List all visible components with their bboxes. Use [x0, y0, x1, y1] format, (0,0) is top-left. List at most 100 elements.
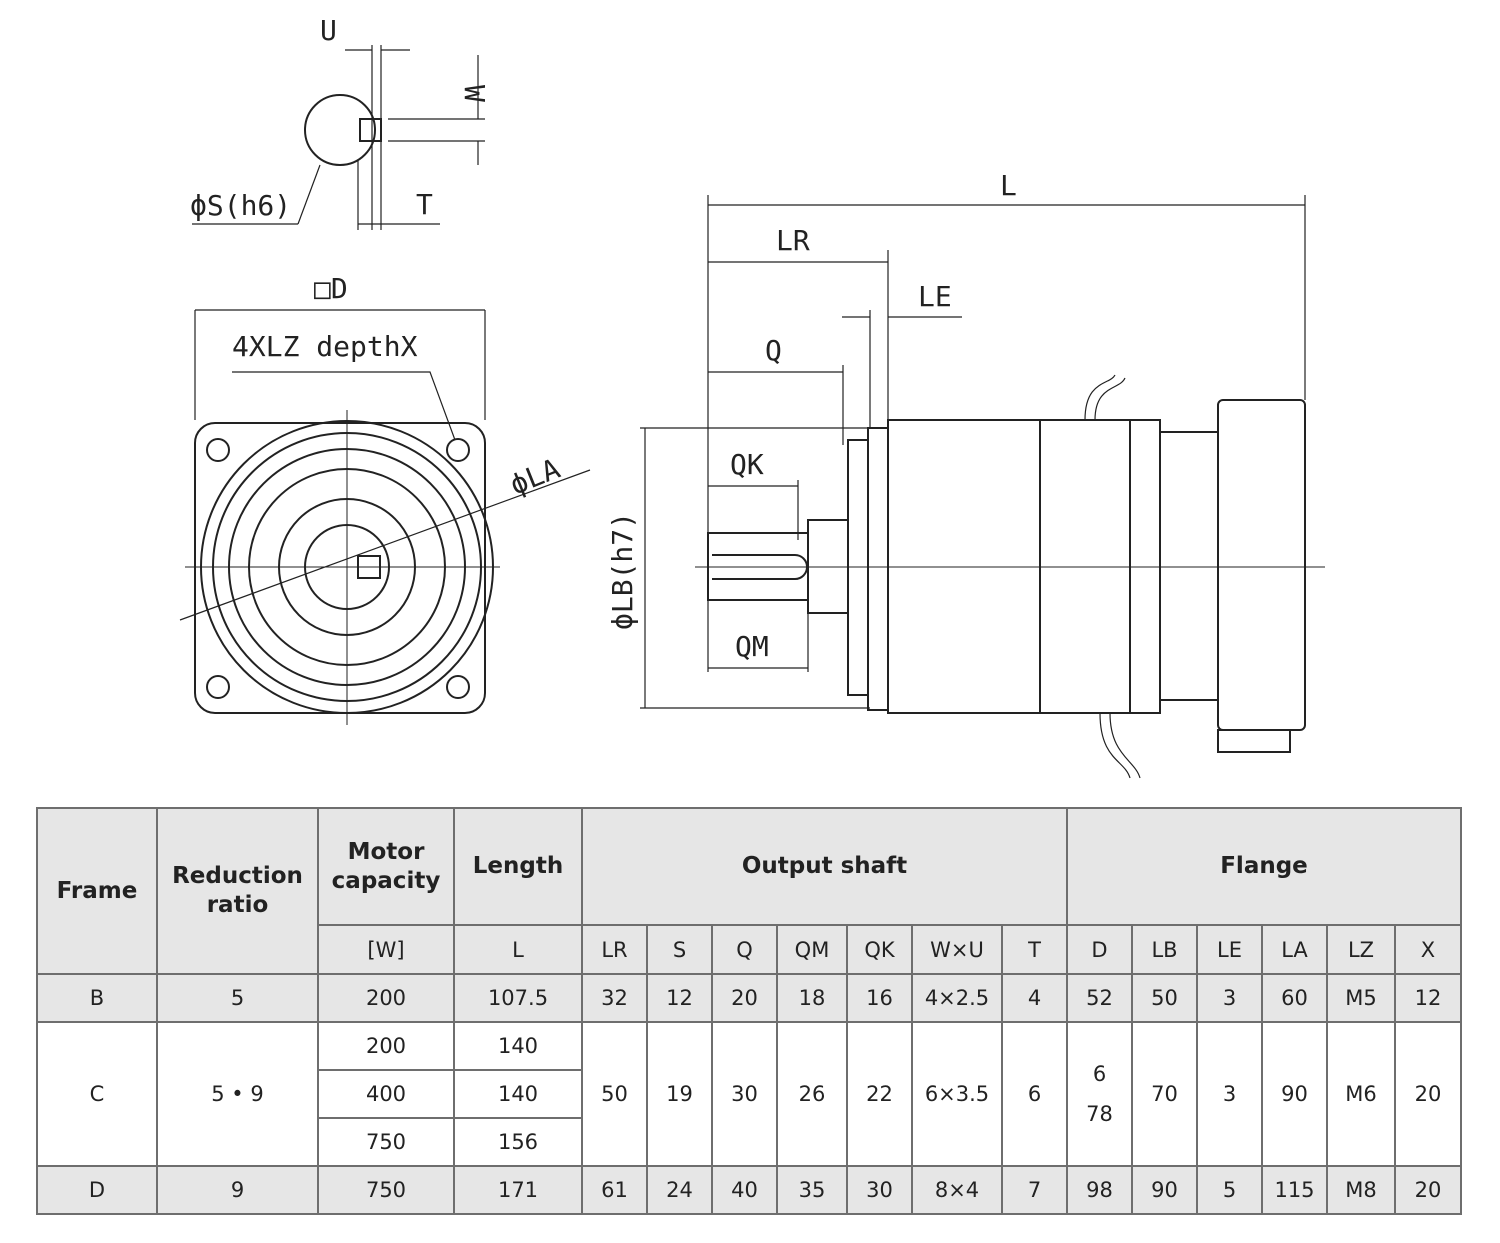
dim-W: W — [458, 85, 491, 102]
frame-cell: D — [36, 1165, 158, 1215]
unit-LE: LE — [1196, 924, 1263, 975]
unit-LR: LR — [581, 924, 648, 975]
cell: 115 — [1261, 1165, 1328, 1215]
dim-T: T — [416, 188, 433, 221]
dim-U: U — [320, 14, 337, 47]
cell: 30 — [846, 1165, 913, 1215]
cell: 61 — [581, 1165, 648, 1215]
unit-T: T — [1001, 924, 1068, 975]
side-view: L LR LE Q QK QM ϕLB(h7) — [606, 169, 1325, 779]
dim-LZ: 4XLZ depthX — [232, 330, 418, 363]
cell: 50 — [1131, 973, 1198, 1023]
cell: 8×4 — [911, 1165, 1003, 1215]
dim-D: □D — [314, 272, 348, 305]
shaft-key-detail: U W ϕS(h6) T — [190, 14, 491, 230]
dim-LA: ϕLA — [505, 452, 564, 502]
unit-LZ: LZ — [1326, 924, 1396, 975]
dimension-table: Frame Reduction ratio Motor capacity Len… — [36, 806, 1462, 1215]
cell: 70 — [1131, 1021, 1198, 1167]
cell: 3 — [1196, 973, 1263, 1023]
dim-Q: Q — [765, 334, 782, 367]
cell: 98 — [1066, 1165, 1133, 1215]
frame-cell: B — [36, 973, 158, 1023]
header-reduction-ratio: Reduction ratio — [156, 807, 319, 975]
cell: 24 — [646, 1165, 713, 1215]
unit-QK: QK — [846, 924, 913, 975]
unit-LB: LB — [1131, 924, 1198, 975]
dim-S: ϕS(h6) — [190, 189, 291, 222]
table-row-C-750: 750 156 — [37, 1117, 1461, 1167]
cell: 16 — [846, 973, 913, 1023]
motor-cell: 750 — [317, 1165, 455, 1215]
cell-line: 78 — [1086, 1102, 1113, 1126]
cell: 6 78 — [1066, 1021, 1133, 1167]
ratio-cell: 9 — [156, 1165, 319, 1215]
motor-cell: 200 — [317, 973, 455, 1023]
length-cell: 140 — [453, 1021, 583, 1071]
cell: 90 — [1261, 1021, 1328, 1167]
dim-QK: QK — [730, 448, 764, 481]
unit-X: X — [1394, 924, 1462, 975]
ratio-cell: 5 • 9 — [156, 1021, 319, 1167]
frame-cell: C — [36, 1021, 158, 1167]
cell: 40 — [711, 1165, 778, 1215]
header-flange: Flange — [1066, 806, 1462, 927]
cell: M8 — [1326, 1165, 1396, 1215]
header-frame: Frame — [36, 807, 158, 975]
dim-QM: QM — [735, 630, 769, 663]
length-cell: 140 — [453, 1069, 583, 1119]
cell: 60 — [1261, 973, 1328, 1023]
motor-cell: 750 — [317, 1117, 455, 1167]
cell: 6 — [1001, 1021, 1068, 1167]
length-cell: 107.5 — [453, 973, 583, 1023]
cell: 50 — [581, 1021, 648, 1167]
table-row-C: C 5 • 9 200 140 50 19 30 26 22 6×3.5 6 6… — [36, 1021, 1462, 1167]
cell: 18 — [776, 973, 848, 1023]
unit-LA: LA — [1261, 924, 1328, 975]
cell: M5 — [1326, 973, 1396, 1023]
length-cell: 156 — [453, 1117, 583, 1167]
unit-W: [W] — [317, 924, 455, 975]
table-row-D: D 9 750 171 61 24 40 35 30 8×4 7 98 90 5… — [36, 1165, 1462, 1215]
cell: 4 — [1001, 973, 1068, 1023]
unit-S: S — [646, 924, 713, 975]
cell: 7 — [1001, 1165, 1068, 1215]
cell: 35 — [776, 1165, 848, 1215]
ratio-cell: 5 — [156, 973, 319, 1023]
unit-Q: Q — [711, 924, 778, 975]
header-motor-capacity: Motor capacity — [317, 806, 455, 927]
unit-L: L — [453, 924, 583, 975]
cell: 52 — [1066, 973, 1133, 1023]
cell: 3 — [1196, 1021, 1263, 1167]
cell: 12 — [646, 973, 713, 1023]
unit-QM: QM — [776, 924, 848, 975]
cell: 90 — [1131, 1165, 1198, 1215]
dim-LE: LE — [918, 280, 952, 313]
length-cell: 171 — [453, 1165, 583, 1215]
table-row-C-400: 400 140 — [37, 1069, 1461, 1119]
unit-D: D — [1066, 924, 1133, 975]
cell: 22 — [846, 1021, 913, 1167]
cell: 20 — [1394, 1021, 1462, 1167]
dim-LB: ϕLB(h7) — [606, 512, 639, 630]
dim-L: L — [1000, 169, 1017, 202]
cell: 6×3.5 — [911, 1021, 1003, 1167]
cell: 30 — [711, 1021, 778, 1167]
cell-line: 6 — [1092, 1062, 1107, 1086]
cell: M6 — [1326, 1021, 1396, 1167]
motor-cell: 200 — [317, 1021, 455, 1071]
cell: 5 — [1196, 1165, 1263, 1215]
header-length: Length — [453, 806, 583, 927]
cell: 20 — [1394, 1165, 1462, 1215]
unit-WxU: W×U — [911, 924, 1003, 975]
front-view: □D 4XLZ depthX ϕLA — [179, 272, 591, 725]
cell: 32 — [581, 973, 648, 1023]
cell: 19 — [646, 1021, 713, 1167]
technical-drawing: U W ϕS(h6) T □D 4XLZ depthX ϕLA L LR — [179, 14, 1325, 779]
cell: 26 — [776, 1021, 848, 1167]
cell: 4×2.5 — [911, 973, 1003, 1023]
cell: 20 — [711, 973, 778, 1023]
cell: 12 — [1394, 973, 1462, 1023]
motor-cell: 400 — [317, 1069, 455, 1119]
dim-LR: LR — [776, 224, 810, 257]
